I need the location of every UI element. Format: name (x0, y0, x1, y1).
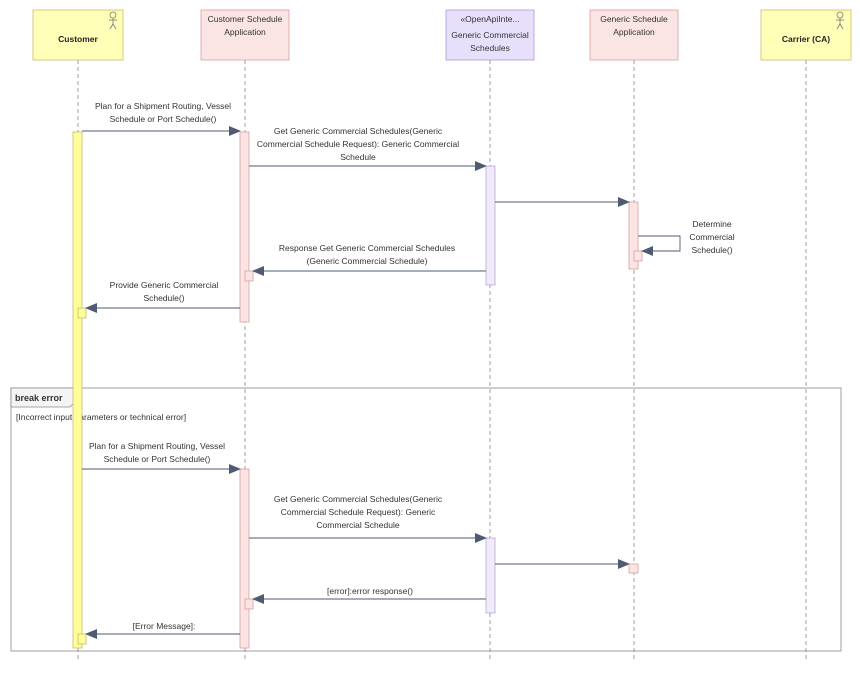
fragment-guard: [Incorrect input parameters or technical… (16, 412, 186, 422)
customer-app-activation-2 (239, 468, 250, 649)
message-provide-generic-schedule[interactable]: Provide Generic Commercial Schedule() (85, 280, 240, 313)
message-get-generic-schedules-2[interactable]: Get Generic Commercial Schedules(Generic… (249, 494, 487, 543)
message-label: Commercial (689, 232, 734, 242)
message-label: Provide Generic Commercial (110, 280, 219, 290)
generic-app-activation-2 (628, 563, 639, 574)
customer-return-activation-2 (77, 633, 87, 645)
message-determine-commercial-schedule[interactable]: Determine Commercial Schedule() (638, 219, 735, 256)
participant-carrier-label: Carrier (CA) (782, 34, 830, 44)
participant-customer-app-label-2: Application (224, 27, 266, 37)
participant-generic-app-label-2: Application (613, 27, 655, 37)
participant-api-label-3: Schedules (470, 43, 510, 53)
message-plan-shipment-1[interactable]: Plan for a Shipment Routing, Vessel Sche… (82, 101, 241, 136)
participant-customer-label: Customer (58, 34, 98, 44)
message-label: Schedule or Port Schedule() (104, 454, 211, 464)
participant-customer[interactable]: Customer (32, 9, 124, 61)
generic-app-self-activation (633, 250, 643, 262)
customer-app-return-activation-1 (244, 270, 254, 282)
message-label: [error]:error response() (327, 586, 413, 596)
message-plan-shipment-2[interactable]: Plan for a Shipment Routing, Vessel Sche… (82, 441, 241, 474)
fragment-label: break error (15, 393, 63, 403)
participant-customer-app-label-1: Customer Schedule (208, 14, 283, 24)
message-label: Plan for a Shipment Routing, Vessel (95, 101, 231, 111)
actor-icon (836, 11, 844, 30)
message-label: Schedule() (143, 293, 184, 303)
api-activation-2 (485, 537, 496, 614)
message-error-message[interactable]: [Error Message]: (85, 621, 240, 639)
message-label: Commercial Schedule Request): Generic Co… (257, 139, 459, 149)
participant-api-label-2: Generic Commercial (451, 30, 529, 40)
participant-api-label-1: «OpenApiInte... (460, 14, 519, 24)
message-error-response[interactable]: [error]:error response() (252, 586, 486, 604)
message-label: Determine (692, 219, 731, 229)
break-fragment[interactable]: break error [Incorrect input parameters … (10, 387, 842, 652)
message-label: Get Generic Commercial Schedules(Generic (274, 126, 443, 136)
message-label: (Generic Commercial Schedule) (307, 256, 428, 266)
message-label: Get Generic Commercial Schedules(Generic (274, 494, 443, 504)
message-get-generic-schedules-1[interactable]: Get Generic Commercial Schedules(Generic… (249, 126, 487, 171)
actor-icon (109, 11, 117, 30)
participant-customer-schedule-app[interactable]: Customer Schedule Application (200, 9, 290, 61)
message-label: Commercial Schedule Request): Generic (281, 507, 436, 517)
activations (72, 131, 643, 649)
customer-activation (72, 131, 83, 649)
customer-return-activation-1 (77, 307, 87, 319)
customer-app-return-activation-2 (244, 598, 254, 610)
participant-carrier[interactable]: Carrier (CA) (760, 9, 852, 61)
message-label: Plan for a Shipment Routing, Vessel (89, 441, 225, 451)
participant-generic-app-label-1: Generic Schedule (600, 14, 668, 24)
message-label: Commercial Schedule (316, 520, 399, 530)
participant-generic-schedule-app[interactable]: Generic Schedule Application (589, 9, 679, 61)
api-activation-1 (485, 165, 496, 286)
message-label: Schedule (340, 152, 376, 162)
customer-app-activation-1 (239, 131, 250, 323)
message-label: Schedule or Port Schedule() (110, 114, 217, 124)
participant-api[interactable]: «OpenApiInte... Generic Commercial Sched… (445, 9, 535, 61)
message-label: [Error Message]: (133, 621, 196, 631)
generic-app-activation-1 (628, 201, 639, 270)
message-label: Response Get Generic Commercial Schedule… (279, 243, 455, 253)
message-response-generic-schedules[interactable]: Response Get Generic Commercial Schedule… (252, 243, 486, 276)
message-label: Schedule() (691, 245, 732, 255)
lifelines (77, 60, 807, 662)
